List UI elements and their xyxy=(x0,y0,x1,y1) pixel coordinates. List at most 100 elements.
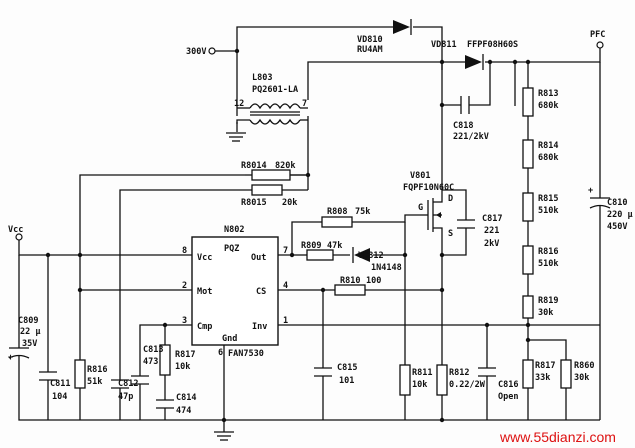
label-ic-pins-vcc: Vcc xyxy=(197,253,212,263)
label-components-vd810-ref: VD810 xyxy=(357,35,383,45)
resistor-r814 xyxy=(522,139,534,169)
capacitor-c817 xyxy=(457,219,475,229)
label-inductor-ref: L803 xyxy=(252,73,272,83)
label-components-r810-val: 100 xyxy=(366,276,381,286)
resistor-r816b xyxy=(522,245,534,275)
label-components-r809-val: 47k xyxy=(327,241,342,251)
label-components-r860-val: 30k xyxy=(574,373,589,383)
inductor-l803 xyxy=(236,103,308,125)
label-components-c811-val: 104 xyxy=(52,392,67,402)
label-components-r816b-val: 510k xyxy=(538,259,558,269)
capacitor-c812 xyxy=(111,379,129,396)
label-components-r8014-val: 820k xyxy=(275,161,295,171)
label-components-c815-val: 101 xyxy=(339,376,354,386)
label-components-r8015-val: 20k xyxy=(282,198,297,208)
label-components-r817a-ref: R817 xyxy=(175,350,195,360)
label-components-r814-ref: R814 xyxy=(538,141,558,151)
resistor-r860 xyxy=(560,359,572,389)
label-ic-pins-mot: Mot xyxy=(197,287,212,297)
label-components-r814-val: 680k xyxy=(538,153,558,163)
label-components-r809-ref: R809 xyxy=(301,241,321,251)
label-components-c814-ref: C814 xyxy=(176,393,196,403)
resistor-r819 xyxy=(522,295,534,319)
label-components-c809-val2: 35V xyxy=(22,339,37,349)
label-components-r817a-val: 10k xyxy=(175,362,190,372)
label-ic-pins-p6: 6 xyxy=(218,348,223,358)
label-components-c813-val: 473 xyxy=(143,357,158,367)
net-300v: 300V xyxy=(186,47,206,57)
label-components-r812-val: 0.22/2W xyxy=(449,380,486,390)
label-components-r810-ref: R810 xyxy=(340,276,360,286)
resistor-r817b xyxy=(522,359,534,389)
resistor-r815 xyxy=(522,192,534,222)
ic-fan7530 xyxy=(191,236,279,346)
label-inductor-pin_a: 12 xyxy=(234,99,244,109)
label-components-c812-val: 47p xyxy=(118,392,133,402)
label-components-c817-val1: 221 xyxy=(484,226,499,236)
capacitor-c814 xyxy=(156,399,174,412)
diode-vd810 xyxy=(393,19,412,35)
capacitor-c815 xyxy=(314,367,332,377)
terminals xyxy=(15,41,604,241)
label-components-vd811-val: FFPF08H60S xyxy=(467,40,518,50)
label-components-r808-val: 75k xyxy=(355,207,370,217)
label-components-r815-ref: R815 xyxy=(538,194,558,204)
label-components-c812-ref: C812 xyxy=(118,379,138,389)
label-components-v801-val: FQPF10N60C xyxy=(403,183,454,193)
label-ic-pins-p2: 2 xyxy=(182,281,187,291)
label-components-v801-ref: V801 xyxy=(410,171,430,181)
label-ic-ref: N802 xyxy=(224,225,244,235)
capacitor-c816 xyxy=(478,367,496,377)
label-components-r817b-val: 33k xyxy=(535,373,550,383)
label-components-v801-d: D xyxy=(448,194,453,204)
mosfet-v801 xyxy=(420,195,443,240)
diode-vd811 xyxy=(465,54,484,70)
resistor-r816 xyxy=(74,359,86,389)
label-ic-pins-p4: 4 xyxy=(283,281,288,291)
label-components-r808-ref: R808 xyxy=(327,207,347,217)
label-components-c814-val: 474 xyxy=(176,406,191,416)
resistor-r811 xyxy=(399,364,411,396)
net-pfc: PFC xyxy=(590,30,605,40)
label-components-c809-ref: C809 xyxy=(18,316,38,326)
label-components-vd810-val: RU4AM xyxy=(357,45,383,55)
capacitor-c810 xyxy=(589,197,611,209)
label-components-v801-g: G xyxy=(418,203,423,213)
label-components-c810-val2: 450V xyxy=(607,222,627,232)
label-components-r8014-ref: R8014 xyxy=(241,161,267,171)
junctions xyxy=(45,48,531,423)
resistor-r8015 xyxy=(251,184,283,196)
watermark-text: www.55dianzi.com xyxy=(499,429,616,445)
label-ic-name: PQZ xyxy=(224,244,239,254)
ground-icon xyxy=(214,132,246,441)
label-ic-pins-inv: Inv xyxy=(252,322,267,332)
label-components-vd812-val: 1N4148 xyxy=(371,263,402,273)
label-components-r8015-ref: R8015 xyxy=(241,198,267,208)
label-components-r812-ref: R812 xyxy=(449,368,469,378)
label-components-r816b-ref: R816 xyxy=(538,247,558,257)
label-components-r860-ref: R860 xyxy=(574,361,594,371)
label-ic-pins-p8: 8 xyxy=(182,246,187,256)
label-components-r817b-ref: R817 xyxy=(535,361,555,371)
label-components-r813-val: 680k xyxy=(538,101,558,111)
label-ic-pins-out: Out xyxy=(251,253,266,263)
label-components-r815-val: 510k xyxy=(538,206,558,216)
label-components-c815-ref: C815 xyxy=(337,363,357,373)
label-components-v801-s: S xyxy=(448,229,453,239)
label-inductor-part: PQ2601-LA xyxy=(252,85,298,95)
label-components-c809-val1: 22 μ xyxy=(20,327,40,337)
label-components-r811-val: 10k xyxy=(412,380,427,390)
diode-vd812 xyxy=(352,247,370,263)
label-components-c810-plus: + xyxy=(588,186,593,196)
resistor-r809 xyxy=(306,249,334,261)
label-components-r819-ref: R819 xyxy=(538,296,558,306)
label-ic-pins-cs: CS xyxy=(256,287,266,297)
resistor-r813 xyxy=(522,87,534,117)
label-components-c816-val: Open xyxy=(498,392,518,402)
label-components-r816-ref: R816 xyxy=(87,365,107,375)
label-components-r813-ref: R813 xyxy=(538,89,558,99)
capacitor-c811 xyxy=(39,371,57,381)
label-components-vd812-ref: VD812 xyxy=(358,251,384,261)
label-components-c816-ref: C816 xyxy=(498,380,518,390)
label-components-c809-plus: + xyxy=(8,353,13,363)
